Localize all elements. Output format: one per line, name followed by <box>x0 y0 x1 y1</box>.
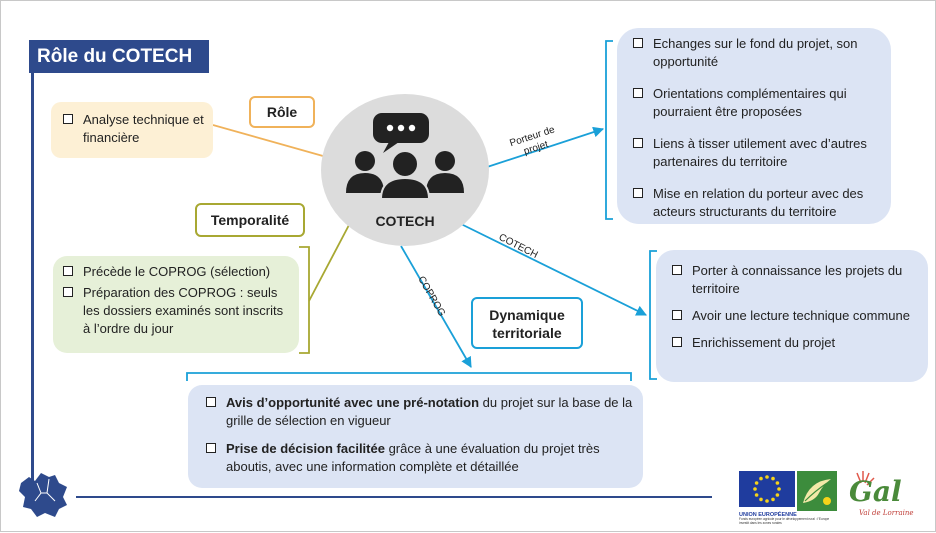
temporalite-bracket <box>299 246 310 354</box>
list-item-text: Mise en relation du porteur avec des act… <box>653 186 864 219</box>
list-item: Prise de décision facilitée grâce à une … <box>204 440 633 476</box>
list-item-text: Préparation des COPROG : seuls les dossi… <box>83 285 284 336</box>
temporalite-list: Précède le COPROG (sélection) Préparatio… <box>61 263 291 338</box>
cotech-list: Porter à connaissance les projets du ter… <box>670 262 918 352</box>
list-item: Echanges sur le fond du projet, son oppo… <box>631 35 881 71</box>
list-item: Préparation des COPROG : seuls les dossi… <box>61 284 291 338</box>
role-connector <box>212 124 324 157</box>
eu-fund-text: Fonds européen agricole pour le développ… <box>739 517 830 525</box>
checkbox-icon <box>672 337 682 347</box>
role-box: Analyse technique et financière <box>51 102 213 158</box>
cotech-arrow <box>458 222 647 316</box>
list-item: Avis d’opportunité avec une pré-notation… <box>204 394 633 430</box>
checkbox-icon <box>633 38 643 48</box>
list-item-text: Analyse technique et financière <box>83 112 204 145</box>
checkbox-icon <box>633 188 643 198</box>
list-item: Analyse technique et financière <box>61 111 205 147</box>
slide-title: Rôle du COTECH <box>29 40 209 73</box>
checkbox-icon <box>206 443 216 453</box>
list-item: Porter à connaissance les projets du ter… <box>670 262 918 298</box>
temporalite-box: Précède le COPROG (sélection) Préparatio… <box>53 256 299 353</box>
checkbox-icon <box>633 138 643 148</box>
checkbox-icon <box>63 266 73 276</box>
coprog-box: Avis d’opportunité avec une pré-notation… <box>188 385 643 488</box>
eu-flag-icon <box>739 471 795 507</box>
checkbox-icon <box>206 397 216 407</box>
gal-logo-subtitle: Val de Lorraine <box>859 509 914 517</box>
list-item: Liens à tisser utilement avec d’autres p… <box>631 135 881 171</box>
role-label-text: Rôle <box>266 104 298 120</box>
porteur-list: Echanges sur le fond du projet, son oppo… <box>631 35 881 221</box>
list-item: Orientations complémentaires qui pourrai… <box>631 85 881 121</box>
porteur-box: Echanges sur le fond du projet, son oppo… <box>617 28 891 224</box>
list-item: Mise en relation du porteur avec des act… <box>631 185 881 221</box>
list-item-bold: Prise de décision facilitée <box>226 441 385 456</box>
center-label: COTECH <box>375 213 435 229</box>
role-label: Rôle <box>249 96 315 128</box>
left-rule <box>31 73 34 483</box>
lorraine-map-icon <box>19 473 67 517</box>
checkbox-icon <box>672 310 682 320</box>
gal-logo-text: Gal <box>849 475 902 508</box>
list-item: Avoir une lecture technique commune <box>670 307 918 325</box>
speech-bubble-icon <box>373 113 429 153</box>
bottom-rule <box>76 496 712 498</box>
cotech-bracket <box>649 250 657 380</box>
list-item-text: grâce à une évaluation du projet très ab… <box>226 441 600 474</box>
porteur-bracket <box>605 40 613 220</box>
checkbox-icon <box>633 88 643 98</box>
list-item-text: Avoir une lecture technique commune <box>692 308 910 323</box>
gal-logo: Gal Val de Lorraine <box>847 469 914 523</box>
temporalite-label-text: Temporalité <box>210 212 290 228</box>
coprog-bracket <box>186 372 632 381</box>
coprog-arrow <box>400 245 472 368</box>
dynamique-label: Dynamique territoriale <box>471 297 583 349</box>
cotech-box: Porter à connaissance les projets du ter… <box>656 250 928 382</box>
list-item-text: du projet sur la base de la grille de sé… <box>226 395 633 428</box>
gal-logo-icon <box>856 471 875 486</box>
list-item-text: Porter à connaissance les projets du ter… <box>692 263 903 296</box>
role-list: Analyse technique et financière <box>61 111 205 147</box>
list-item-text: Précède le COPROG (sélection) <box>83 264 271 279</box>
list-item-bold: Avis d’opportunité avec une pré-notation <box>226 395 480 410</box>
checkbox-icon <box>63 287 73 297</box>
people-group-icon <box>346 113 464 200</box>
temporalite-connector <box>308 224 350 302</box>
list-item: Enrichissement du projet <box>670 334 918 352</box>
dynamique-line1: Dynamique <box>489 307 565 323</box>
dynamique-line2: territoriale <box>492 325 562 341</box>
list-item-text: Liens à tisser utilement avec d’autres p… <box>653 136 867 169</box>
leader-logo-icon <box>797 471 837 511</box>
temporalite-label: Temporalité <box>195 203 305 237</box>
porteur-arrow <box>480 126 605 170</box>
list-item-text: Echanges sur le fond du projet, son oppo… <box>653 36 858 69</box>
checkbox-icon <box>672 265 682 275</box>
list-item-text: Orientations complémentaires qui pourrai… <box>653 86 847 119</box>
checkbox-icon <box>63 114 73 124</box>
eu-logo: UNION EUROPÉENNE <box>739 471 797 519</box>
list-item: Précède le COPROG (sélection) <box>61 263 291 281</box>
coprog-list: Avis d’opportunité avec une pré-notation… <box>204 394 633 476</box>
list-item-text: Enrichissement du projet <box>692 335 836 350</box>
eu-stars <box>753 475 781 503</box>
eu-label: UNION EUROPÉENNE <box>739 512 797 518</box>
